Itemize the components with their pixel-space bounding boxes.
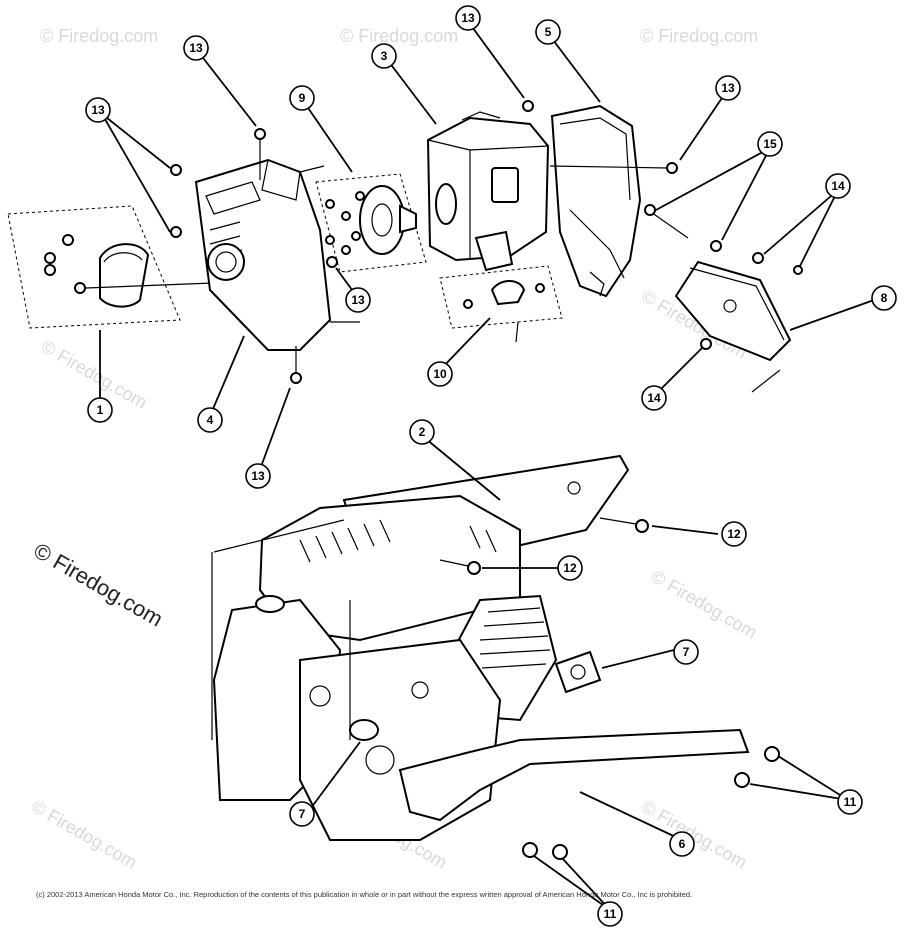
callout-13-middle[interactable]: 13 [345,287,371,313]
part-12-bolt-upper [635,519,649,533]
callout-label: 8 [881,291,888,305]
callouts: 1 2 3 4 5 6 7 7 8 9 10 1 [85,5,897,927]
callout-13-bottom[interactable]: 13 [245,463,271,489]
watermark-text: © Firedog.com [28,796,140,872]
watermark-text: © Firedog.com [648,566,760,642]
part-3-muffler [426,111,550,272]
callout-8[interactable]: 8 [871,285,897,311]
callout-12-upper[interactable]: 12 [721,521,747,547]
callout-label: 13 [721,81,735,95]
callout-label: 13 [91,103,105,117]
callout-14-bottom[interactable]: 14 [641,385,667,411]
callout-label: 1 [97,403,104,417]
callout-label: 4 [207,413,214,427]
callout-label: 11 [604,907,617,921]
callout-label: 13 [351,293,365,307]
callout-label: 6 [679,837,686,851]
callout-label: 14 [647,391,661,405]
part-12-bolt-lower [467,561,481,575]
part-7-gasket-upper [554,650,602,694]
callout-10[interactable]: 10 [427,361,453,387]
callout-11-right[interactable]: 11 [837,789,863,815]
part-5-muffler-cover [522,100,678,298]
part-10-clamp-group [439,265,563,343]
callout-label: 2 [419,425,426,439]
part-9-gasket-group [315,173,427,273]
callout-4[interactable]: 4 [197,407,223,433]
callout-label: 5 [545,25,552,39]
watermark-text: © Firedog.com [638,796,750,872]
callout-14-top[interactable]: 14 [825,173,851,199]
callout-label: 12 [563,561,577,575]
callout-label: 11 [844,795,857,809]
callout-6[interactable]: 6 [669,831,695,857]
part-7-gasket-lower [349,719,379,741]
callout-13-top-right[interactable]: 13 [715,75,741,101]
copyright-notice: (c) 2002-2013 American Honda Motor Co., … [36,890,693,899]
callout-9[interactable]: 9 [289,85,315,111]
callout-label: 7 [683,645,690,659]
callout-label: 10 [433,367,447,381]
part-4-muffler-protector [170,128,360,384]
callout-15[interactable]: 15 [757,131,783,157]
callout-label: 13 [189,41,203,55]
watermark-main: © Firedog.com [30,538,168,632]
callout-label: 14 [831,179,845,193]
callout-11-bottom[interactable]: 11 [597,901,623,927]
callout-13-top-left[interactable]: 13 [183,35,209,61]
part-1-cap-group [7,205,239,329]
callout-5[interactable]: 5 [535,19,561,45]
callout-1[interactable]: 1 [87,397,113,423]
callout-label: 3 [381,49,388,63]
engine-assembly [211,454,780,860]
callout-label: 7 [299,807,306,821]
callout-7-lower[interactable]: 7 [289,801,315,827]
callout-13-top-center[interactable]: 13 [455,5,481,31]
leader-lines [99,23,875,911]
callout-label: 15 [763,137,777,151]
part-6-exhaust-pipe [398,728,750,822]
callout-7-upper[interactable]: 7 [673,639,699,665]
watermark-text: © Firedog.com [340,26,458,46]
watermark-text: © Firedog.com [40,26,158,46]
callout-13-left[interactable]: 13 [85,97,111,123]
callout-label: 13 [251,469,265,483]
callout-label: 13 [461,11,475,25]
callout-12-lower[interactable]: 12 [557,555,583,581]
callout-label: 9 [299,91,306,105]
callout-2[interactable]: 2 [409,419,435,445]
watermark-text: © Firedog.com [640,26,758,46]
part-8-bracket [644,204,803,393]
callout-label: 12 [727,527,741,541]
callout-3[interactable]: 3 [371,43,397,69]
